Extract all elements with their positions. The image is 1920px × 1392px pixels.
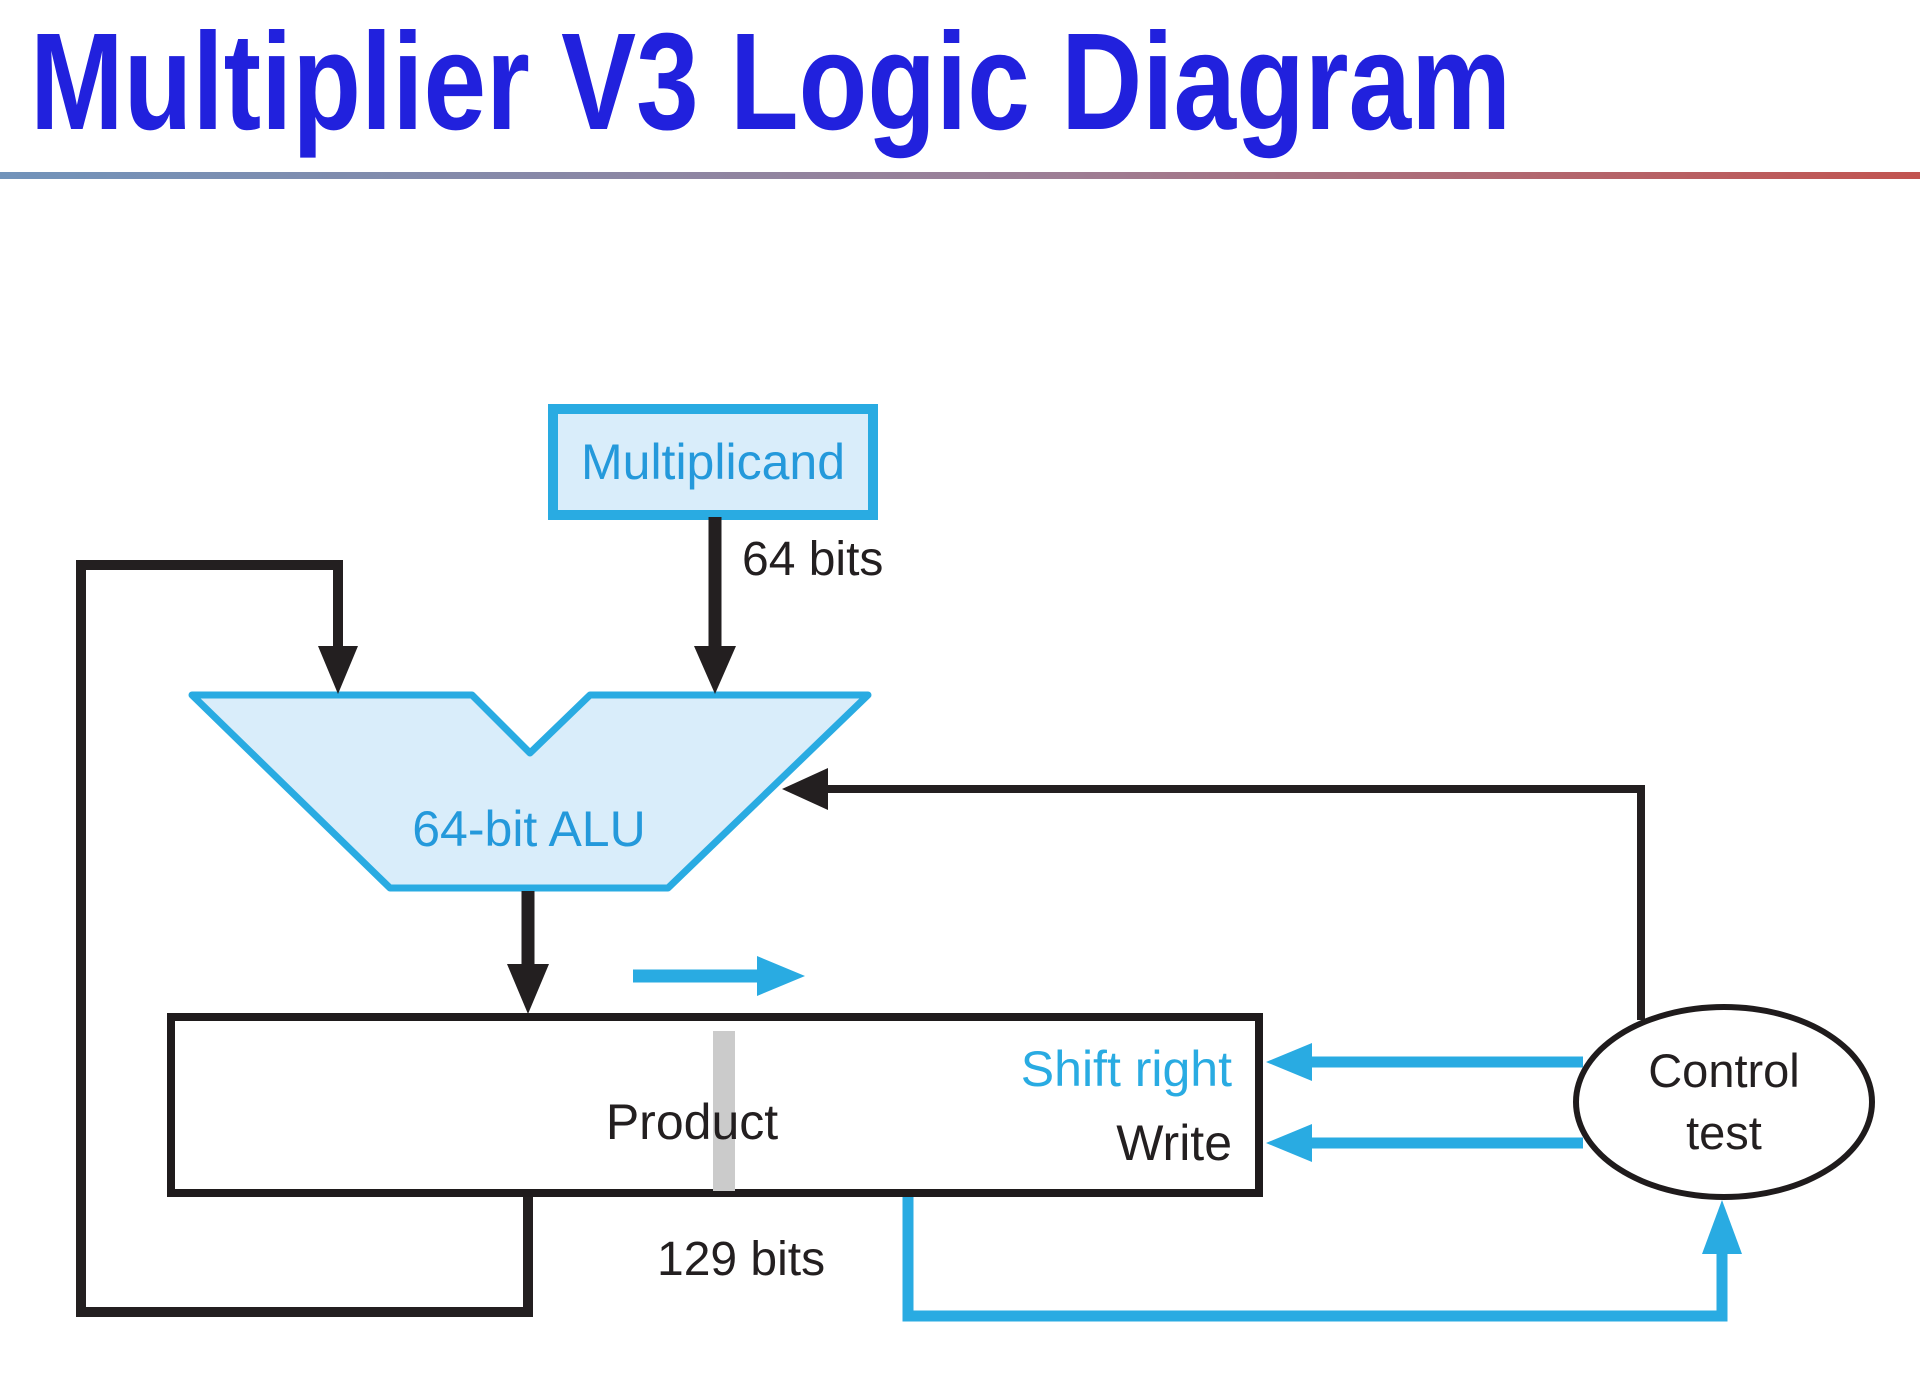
multiplicand-width-label: 64 bits <box>742 533 884 586</box>
multiplicand-label: Multiplicand <box>580 434 845 490</box>
product-width-label: 129 bits <box>657 1233 826 1286</box>
alu-shape <box>188 691 872 892</box>
page-title: Multiplier V3 Logic Diagram <box>30 5 1512 159</box>
write-label: Write <box>1116 1115 1232 1171</box>
shift-right-signal-arrow <box>1266 1043 1583 1081</box>
control-feedback-line <box>902 1197 1742 1322</box>
bit-split-marker <box>713 1031 735 1191</box>
alu-label: 64-bit ALU <box>412 801 646 857</box>
control-test-ellipse: Control test <box>1573 1004 1875 1200</box>
title-divider <box>0 172 1920 179</box>
alu-output-arrow <box>507 891 549 1014</box>
shift-right-label: Shift right <box>1020 1041 1232 1097</box>
multiplicand-to-alu-arrow <box>694 517 736 694</box>
multiplicand-register: Multiplicand <box>548 404 878 520</box>
shift-direction-arrow <box>633 956 805 996</box>
product-label: Product <box>605 1094 779 1150</box>
left-feedback-line <box>76 560 533 1317</box>
control-label-line2: test <box>1686 1106 1762 1159</box>
right-feedback-line <box>782 768 1645 1020</box>
control-label-line1: Control <box>1648 1043 1800 1097</box>
write-signal-arrow <box>1266 1124 1583 1162</box>
